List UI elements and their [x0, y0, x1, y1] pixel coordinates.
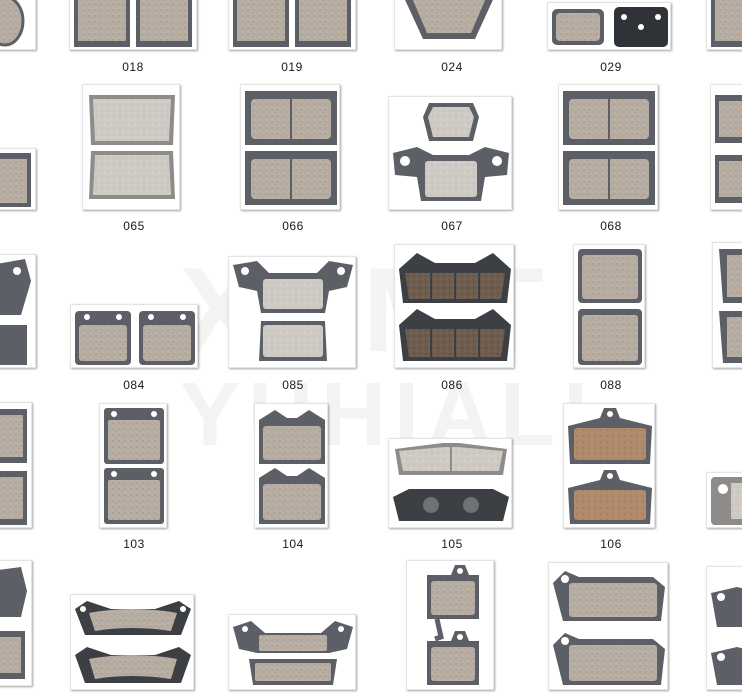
brake-pad-image-104 [254, 403, 328, 528]
brake-pad-image-r5-c3 [406, 560, 494, 690]
brake-pad-image-partial-left-r1 [0, 0, 36, 50]
brake-pad-image-r5-c4 [548, 562, 668, 690]
brake-pad-image-065 [82, 84, 180, 210]
brake-pad-image-084 [70, 304, 198, 368]
part-label-068: 068 [600, 219, 622, 233]
part-label-086: 086 [441, 378, 463, 392]
part-label-018: 018 [122, 60, 144, 74]
part-label-105: 105 [441, 537, 463, 551]
part-label-085: 085 [282, 378, 304, 392]
part-label-029: 029 [600, 60, 622, 74]
brake-pad-image-103 [99, 403, 167, 528]
brake-pad-image-088 [573, 244, 645, 368]
brake-pad-image-066 [240, 84, 340, 210]
brake-pad-image-067 [388, 96, 512, 210]
brake-pad-image-partial-right-r3 [712, 242, 742, 368]
brake-pad-image-partial-right-r5 [706, 566, 742, 690]
brake-pad-image-partial-right-r2 [710, 84, 742, 210]
brake-pad-image-068 [558, 84, 658, 210]
brake-pad-image-partial-left-r2 [0, 148, 36, 210]
brake-pad-image-019 [228, 0, 356, 50]
part-label-084: 084 [123, 378, 145, 392]
brake-pad-image-partial-left-r5 [0, 560, 32, 686]
brake-pad-image-r5-c1 [70, 594, 194, 690]
part-label-067: 067 [441, 219, 463, 233]
part-label-066: 066 [282, 219, 304, 233]
part-label-088: 088 [600, 378, 622, 392]
brake-pad-image-018 [69, 0, 197, 50]
brake-pad-image-106 [563, 403, 655, 528]
brake-pad-image-024 [394, 0, 502, 50]
part-label-065: 065 [123, 219, 145, 233]
part-label-024: 024 [441, 60, 463, 74]
brake-pad-image-085 [228, 256, 356, 368]
brake-pad-image-r5-c2 [228, 614, 356, 690]
brake-pad-image-partial-left-r3 [0, 254, 36, 368]
part-label-019: 019 [281, 60, 303, 74]
brake-pad-image-105 [388, 438, 512, 528]
brake-pad-image-partial-left-r4 [0, 402, 32, 528]
part-label-104: 104 [282, 537, 304, 551]
part-label-106: 106 [600, 537, 622, 551]
brake-pad-image-086 [394, 244, 514, 368]
part-label-103: 103 [123, 537, 145, 551]
brake-pad-image-partial-right-r1 [706, 0, 742, 50]
brake-pad-image-partial-right-r4 [706, 472, 742, 528]
brake-pad-image-029 [547, 2, 671, 50]
